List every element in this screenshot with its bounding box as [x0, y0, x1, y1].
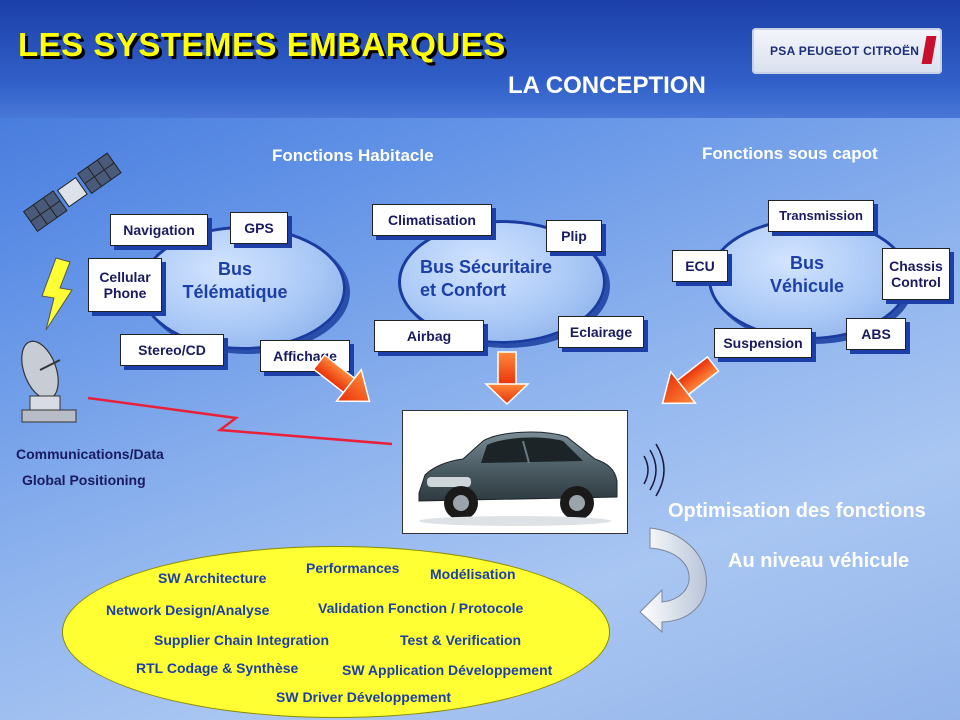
label-communications: Communications/Data: [16, 446, 164, 462]
bus-vehicule-label-line2: Véhicule: [769, 276, 845, 296]
bus-telematique-label: Bus Télématique: [160, 258, 310, 304]
bus-securitaire-label-line2: et Confort: [420, 280, 506, 300]
signal-zigzag: [87, 396, 393, 446]
lightning-icon: [41, 257, 73, 331]
section-label-habitacle: Fonctions Habitacle: [272, 146, 434, 165]
node-transmission: Transmission: [768, 200, 874, 232]
optimisation-line2: Au niveau véhicule: [728, 550, 910, 572]
node-ecu: ECU: [672, 250, 728, 282]
node-suspension: Suspension: [714, 328, 812, 358]
skill-supplier-chain: Supplier Chain Integration: [154, 632, 330, 648]
bus-securitaire-label-line1: Bus Sécuritaire: [420, 257, 553, 277]
skill-rtl-codage: RTL Codage & Synthèse: [136, 660, 299, 676]
section-label-capot: Fonctions sous capot: [702, 144, 878, 163]
skill-performances: Performances: [306, 560, 400, 576]
node-chassis-line2: Control: [891, 274, 941, 290]
bus-telematique-label-line1: Bus: [217, 259, 252, 279]
curved-arrow: [639, 527, 707, 634]
node-airbag: Airbag: [374, 320, 484, 352]
satellite-icon: [22, 152, 122, 232]
satellite-dish-icon: [21, 340, 77, 423]
node-cellular-line2: Phone: [103, 285, 147, 301]
skills-ellipse: [62, 546, 610, 718]
page-title: LES SYSTEMES EMBARQUES: [18, 26, 506, 63]
car-icon: [403, 411, 627, 533]
signal-waves-icon: [643, 443, 665, 497]
skill-test-verification: Test & Verification: [400, 632, 522, 648]
optimisation-line1: Optimisation des fonctions: [668, 500, 926, 522]
page-subtitle: LA CONCEPTION: [508, 72, 706, 99]
psa-logo: PSA PEUGEOT CITROËN: [752, 28, 942, 74]
skill-network-design: Network Design/Analyse: [106, 602, 270, 618]
bus-telematique-label-line2: Télématique: [182, 282, 288, 302]
skill-validation: Validation Fonction / Protocole: [318, 600, 524, 616]
node-cellular-line1: Cellular: [99, 269, 151, 285]
bus-vehicule-label: Bus Véhicule: [752, 252, 862, 298]
node-navigation: Navigation: [110, 214, 208, 246]
skill-modelisation: Modélisation: [430, 566, 516, 582]
arrow-vehicule-to-car: [661, 355, 720, 405]
skill-sw-architecture: SW Architecture: [158, 570, 267, 586]
node-chassis-line1: Chassis: [889, 258, 943, 274]
car-image: [402, 410, 628, 534]
skill-sw-application: SW Application Développement: [342, 662, 553, 678]
node-gps: GPS: [230, 212, 288, 244]
label-global-positioning: Global Positioning: [22, 472, 146, 488]
node-eclairage: Eclairage: [558, 316, 644, 348]
bus-securitaire-label: Bus Sécuritaire et Confort: [420, 256, 552, 302]
skill-sw-driver: SW Driver Développement: [276, 689, 452, 705]
node-chassis-control: Chassis Control: [882, 248, 950, 300]
arrow-securitaire-to-car: [484, 351, 530, 406]
node-abs: ABS: [846, 318, 906, 350]
node-climatisation: Climatisation: [372, 204, 492, 236]
arrow-telematique-to-car: [312, 353, 371, 403]
node-plip: Plip: [546, 220, 602, 252]
logo-text: PSA PEUGEOT CITROËN: [770, 44, 920, 58]
bus-vehicule-label-line1: Bus: [789, 253, 824, 273]
node-cellular-phone: Cellular Phone: [88, 258, 162, 312]
node-stereo-cd: Stereo/CD: [120, 334, 224, 366]
